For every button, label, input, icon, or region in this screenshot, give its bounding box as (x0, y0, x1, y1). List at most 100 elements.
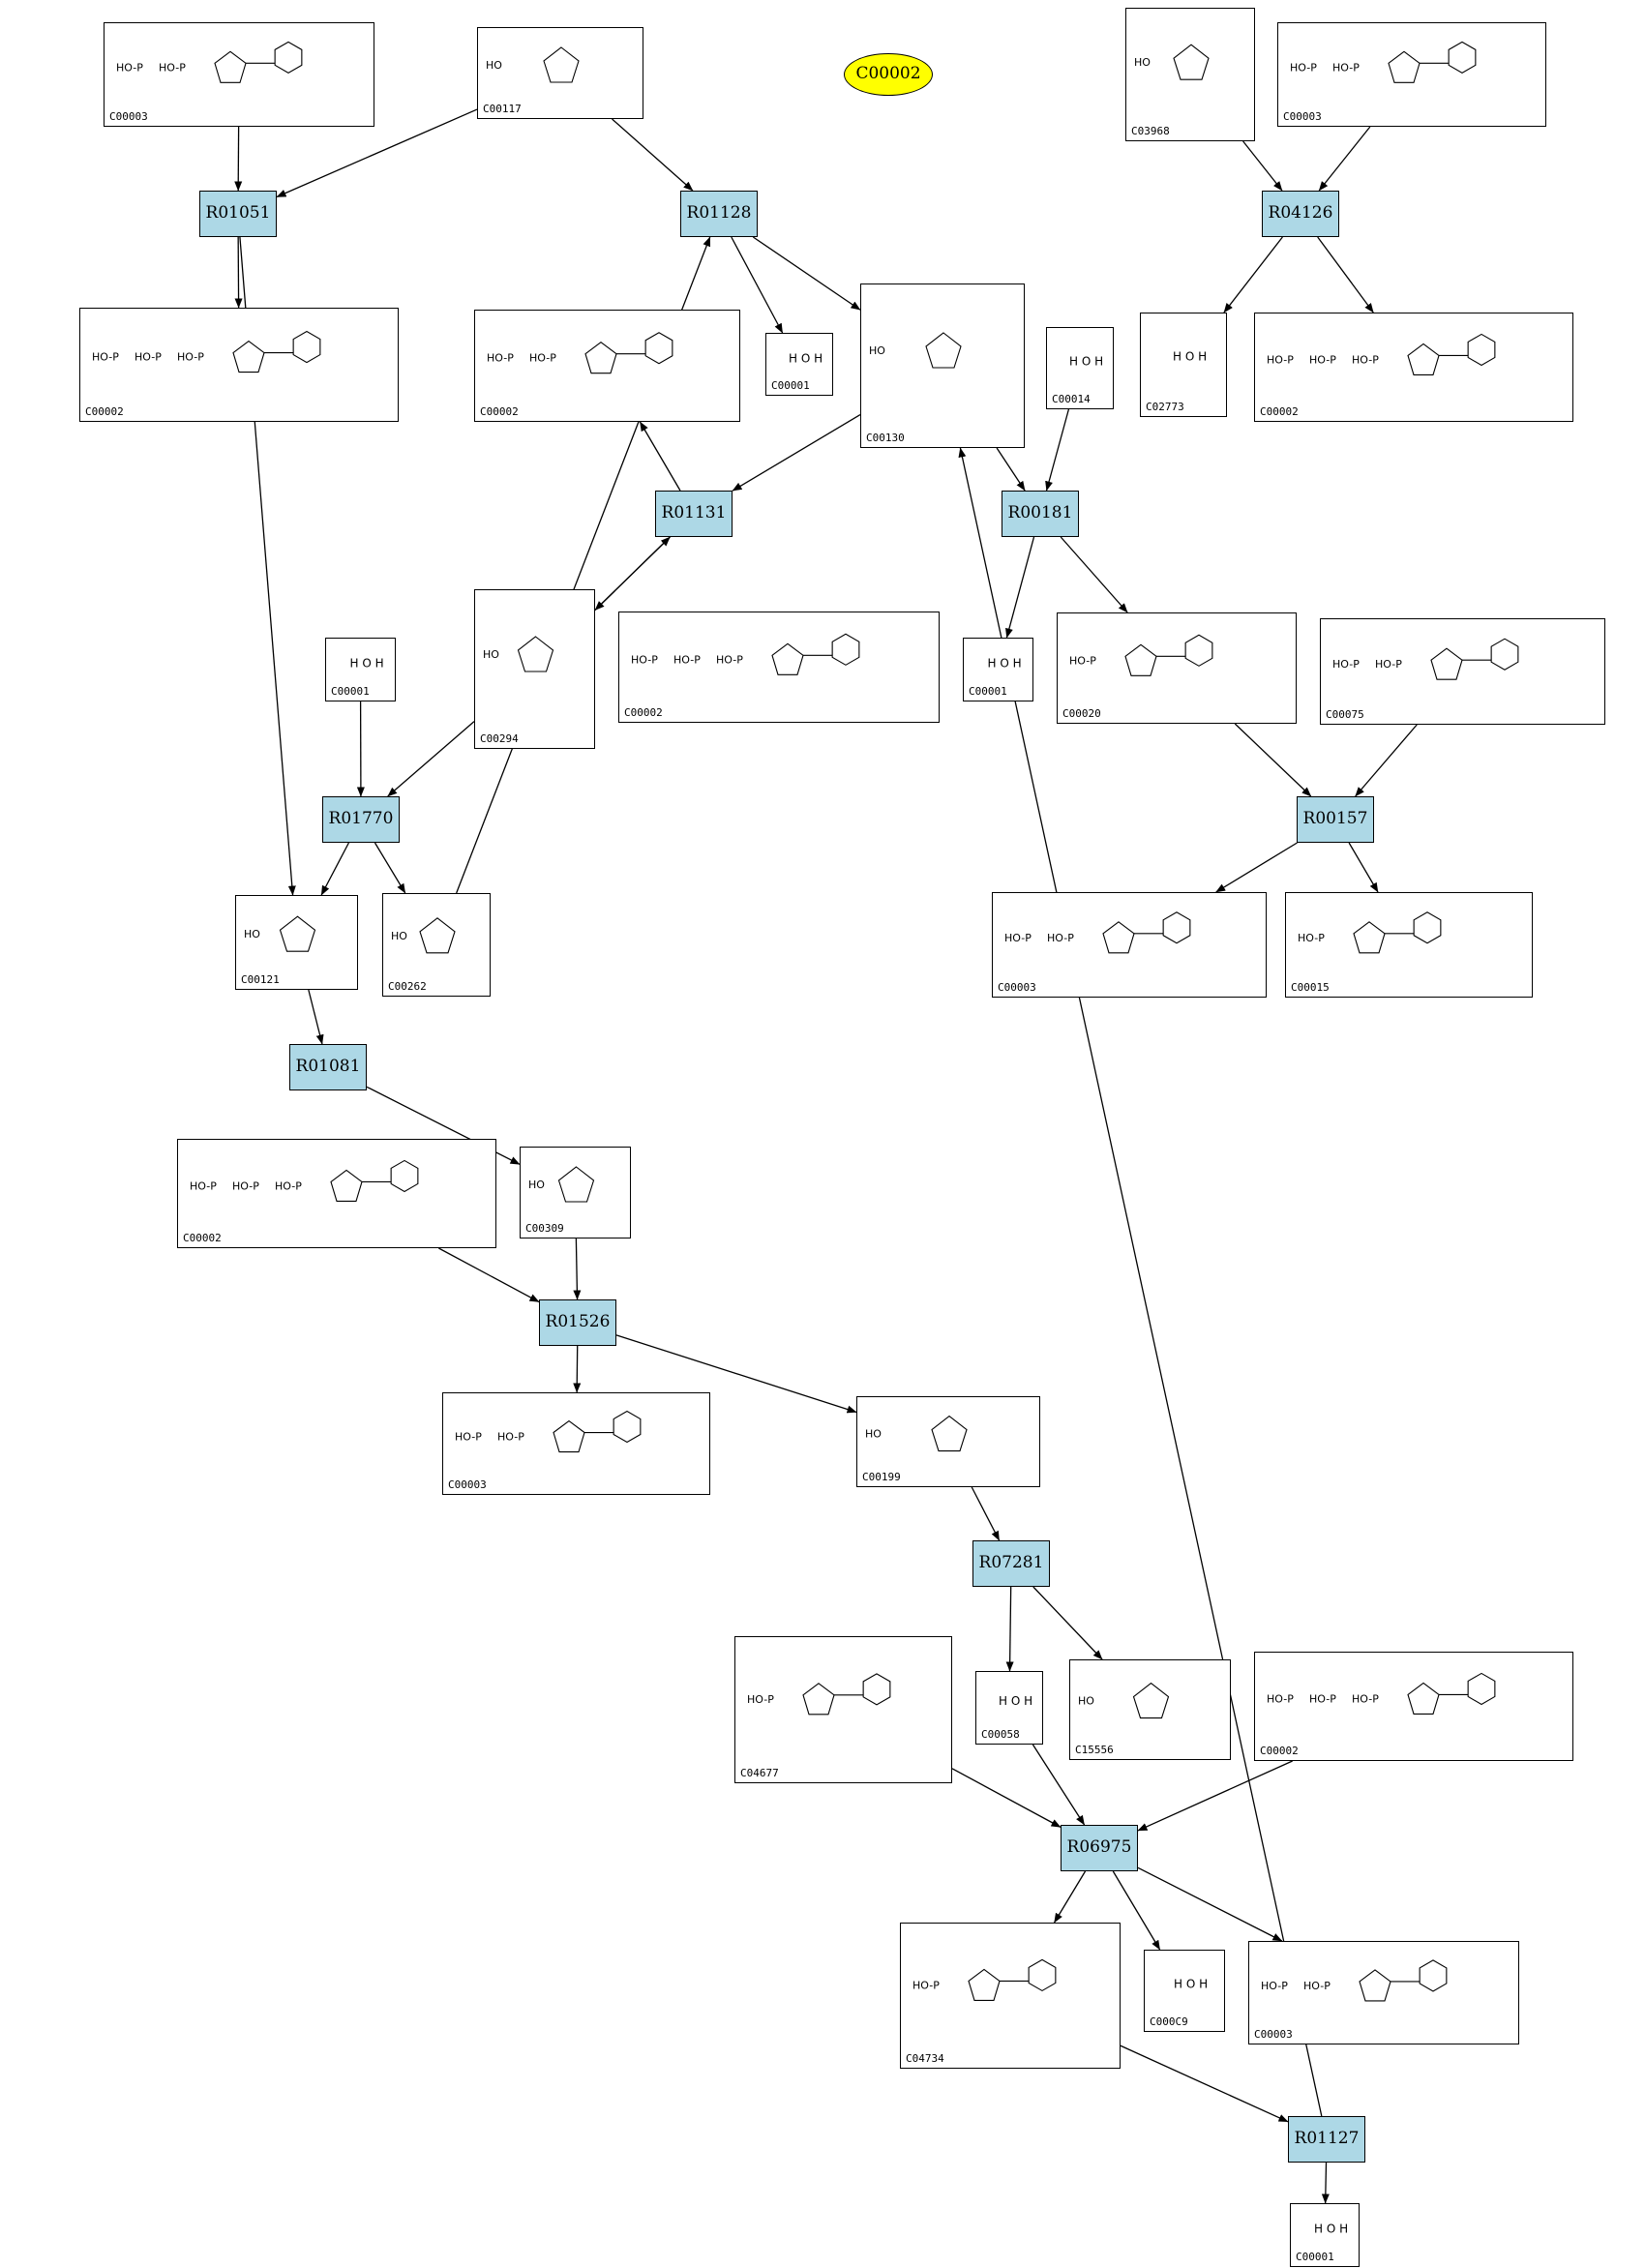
reaction-node[interactable]: R01128 (680, 191, 758, 237)
reaction-node[interactable]: R01051 (199, 191, 277, 237)
compound-id: C00003 (109, 110, 148, 123)
structure-drawing: HO-P (901, 1924, 1122, 2070)
compound-node[interactable]: HO C15556 (1069, 1659, 1231, 1760)
reaction-node[interactable]: R01131 (655, 491, 733, 537)
compound-id: C00003 (998, 981, 1036, 994)
compound-node[interactable]: H O H C02773 (1140, 313, 1227, 417)
reaction-node[interactable]: R06975 (1061, 1825, 1138, 1871)
compound-id: C15556 (1075, 1744, 1114, 1756)
edge-arrow (1349, 843, 1378, 892)
structure-drawing: HO-P (735, 1637, 953, 1784)
svg-text:HO-P: HO-P (487, 352, 514, 365)
svg-text:HO: HO (1078, 1695, 1094, 1708)
structure-drawing: HO-P HO-P HO-P (80, 309, 400, 423)
svg-text:H O H: H O H (1174, 1977, 1208, 1990)
focus-compound-badge[interactable]: C00002 (844, 53, 933, 96)
edge-arrow (1138, 1867, 1282, 1941)
compound-node[interactable]: HO-P HO-P HO-P C00002 (79, 308, 399, 422)
compound-id: C00262 (388, 980, 427, 993)
svg-text:HO-P: HO-P (177, 351, 204, 364)
svg-text:HO-P: HO-P (232, 1179, 259, 1192)
svg-text:HO-P: HO-P (1047, 932, 1074, 944)
svg-text:HO-P: HO-P (1069, 654, 1096, 667)
compound-id: C00117 (483, 103, 522, 115)
edge-arrow (1326, 2163, 1327, 2203)
edge-arrow (576, 1238, 577, 1299)
svg-text:HO-P: HO-P (455, 1431, 482, 1444)
svg-text:HO: HO (244, 928, 260, 940)
reaction-node[interactable]: R01081 (289, 1044, 367, 1090)
compound-id: C00003 (1283, 110, 1322, 123)
svg-text:H O H: H O H (1173, 350, 1207, 364)
edge-arrow (1235, 724, 1311, 796)
reaction-node[interactable]: R01127 (1288, 2116, 1365, 2163)
compound-id: C00075 (1326, 708, 1364, 721)
svg-text:HO-P: HO-P (1267, 353, 1294, 366)
svg-text:H O H: H O H (988, 657, 1022, 671)
svg-text:HO-P: HO-P (1267, 1692, 1294, 1705)
compound-node[interactable]: H O H C000C9 (1144, 1950, 1225, 2032)
edge-arrow (640, 422, 680, 491)
compound-id: C00002 (85, 405, 124, 418)
svg-text:HO-P: HO-P (135, 351, 162, 364)
edge-arrow (374, 843, 404, 893)
svg-text:HO-P: HO-P (190, 1179, 217, 1192)
reaction-node[interactable]: R00181 (1002, 491, 1079, 537)
structure-drawing: HO (475, 590, 596, 750)
compound-id: C00001 (969, 685, 1007, 698)
reaction-node[interactable]: R00157 (1297, 796, 1374, 843)
edge-arrow (1033, 1587, 1102, 1659)
edge-arrow (1006, 537, 1033, 638)
edge-arrow (388, 722, 474, 796)
svg-text:HO: HO (483, 648, 499, 661)
edge-arrow (1224, 237, 1283, 313)
svg-text:HO-P: HO-P (92, 351, 119, 364)
svg-text:HO-P: HO-P (1332, 61, 1360, 74)
compound-id: C02773 (1146, 401, 1184, 413)
reaction-node[interactable]: R04126 (1262, 191, 1339, 237)
svg-text:HO-P: HO-P (1303, 1980, 1331, 1992)
compound-id: C00130 (866, 432, 905, 444)
compound-id: C00003 (1254, 2028, 1293, 2041)
compound-id: C00002 (1260, 405, 1299, 418)
compound-id: C000C9 (1150, 2015, 1188, 2028)
compound-id: C00002 (480, 405, 519, 418)
compound-id: C00199 (862, 1471, 901, 1483)
reaction-node[interactable]: R07281 (972, 1540, 1050, 1587)
edge-arrow (321, 843, 348, 895)
compound-node[interactable]: H O H C00001 (963, 638, 1033, 701)
compound-id: C00014 (1052, 393, 1091, 405)
reaction-node[interactable]: R01770 (322, 796, 400, 843)
reaction-node[interactable]: R01526 (539, 1299, 616, 1346)
svg-text:HO-P: HO-P (1309, 353, 1336, 366)
